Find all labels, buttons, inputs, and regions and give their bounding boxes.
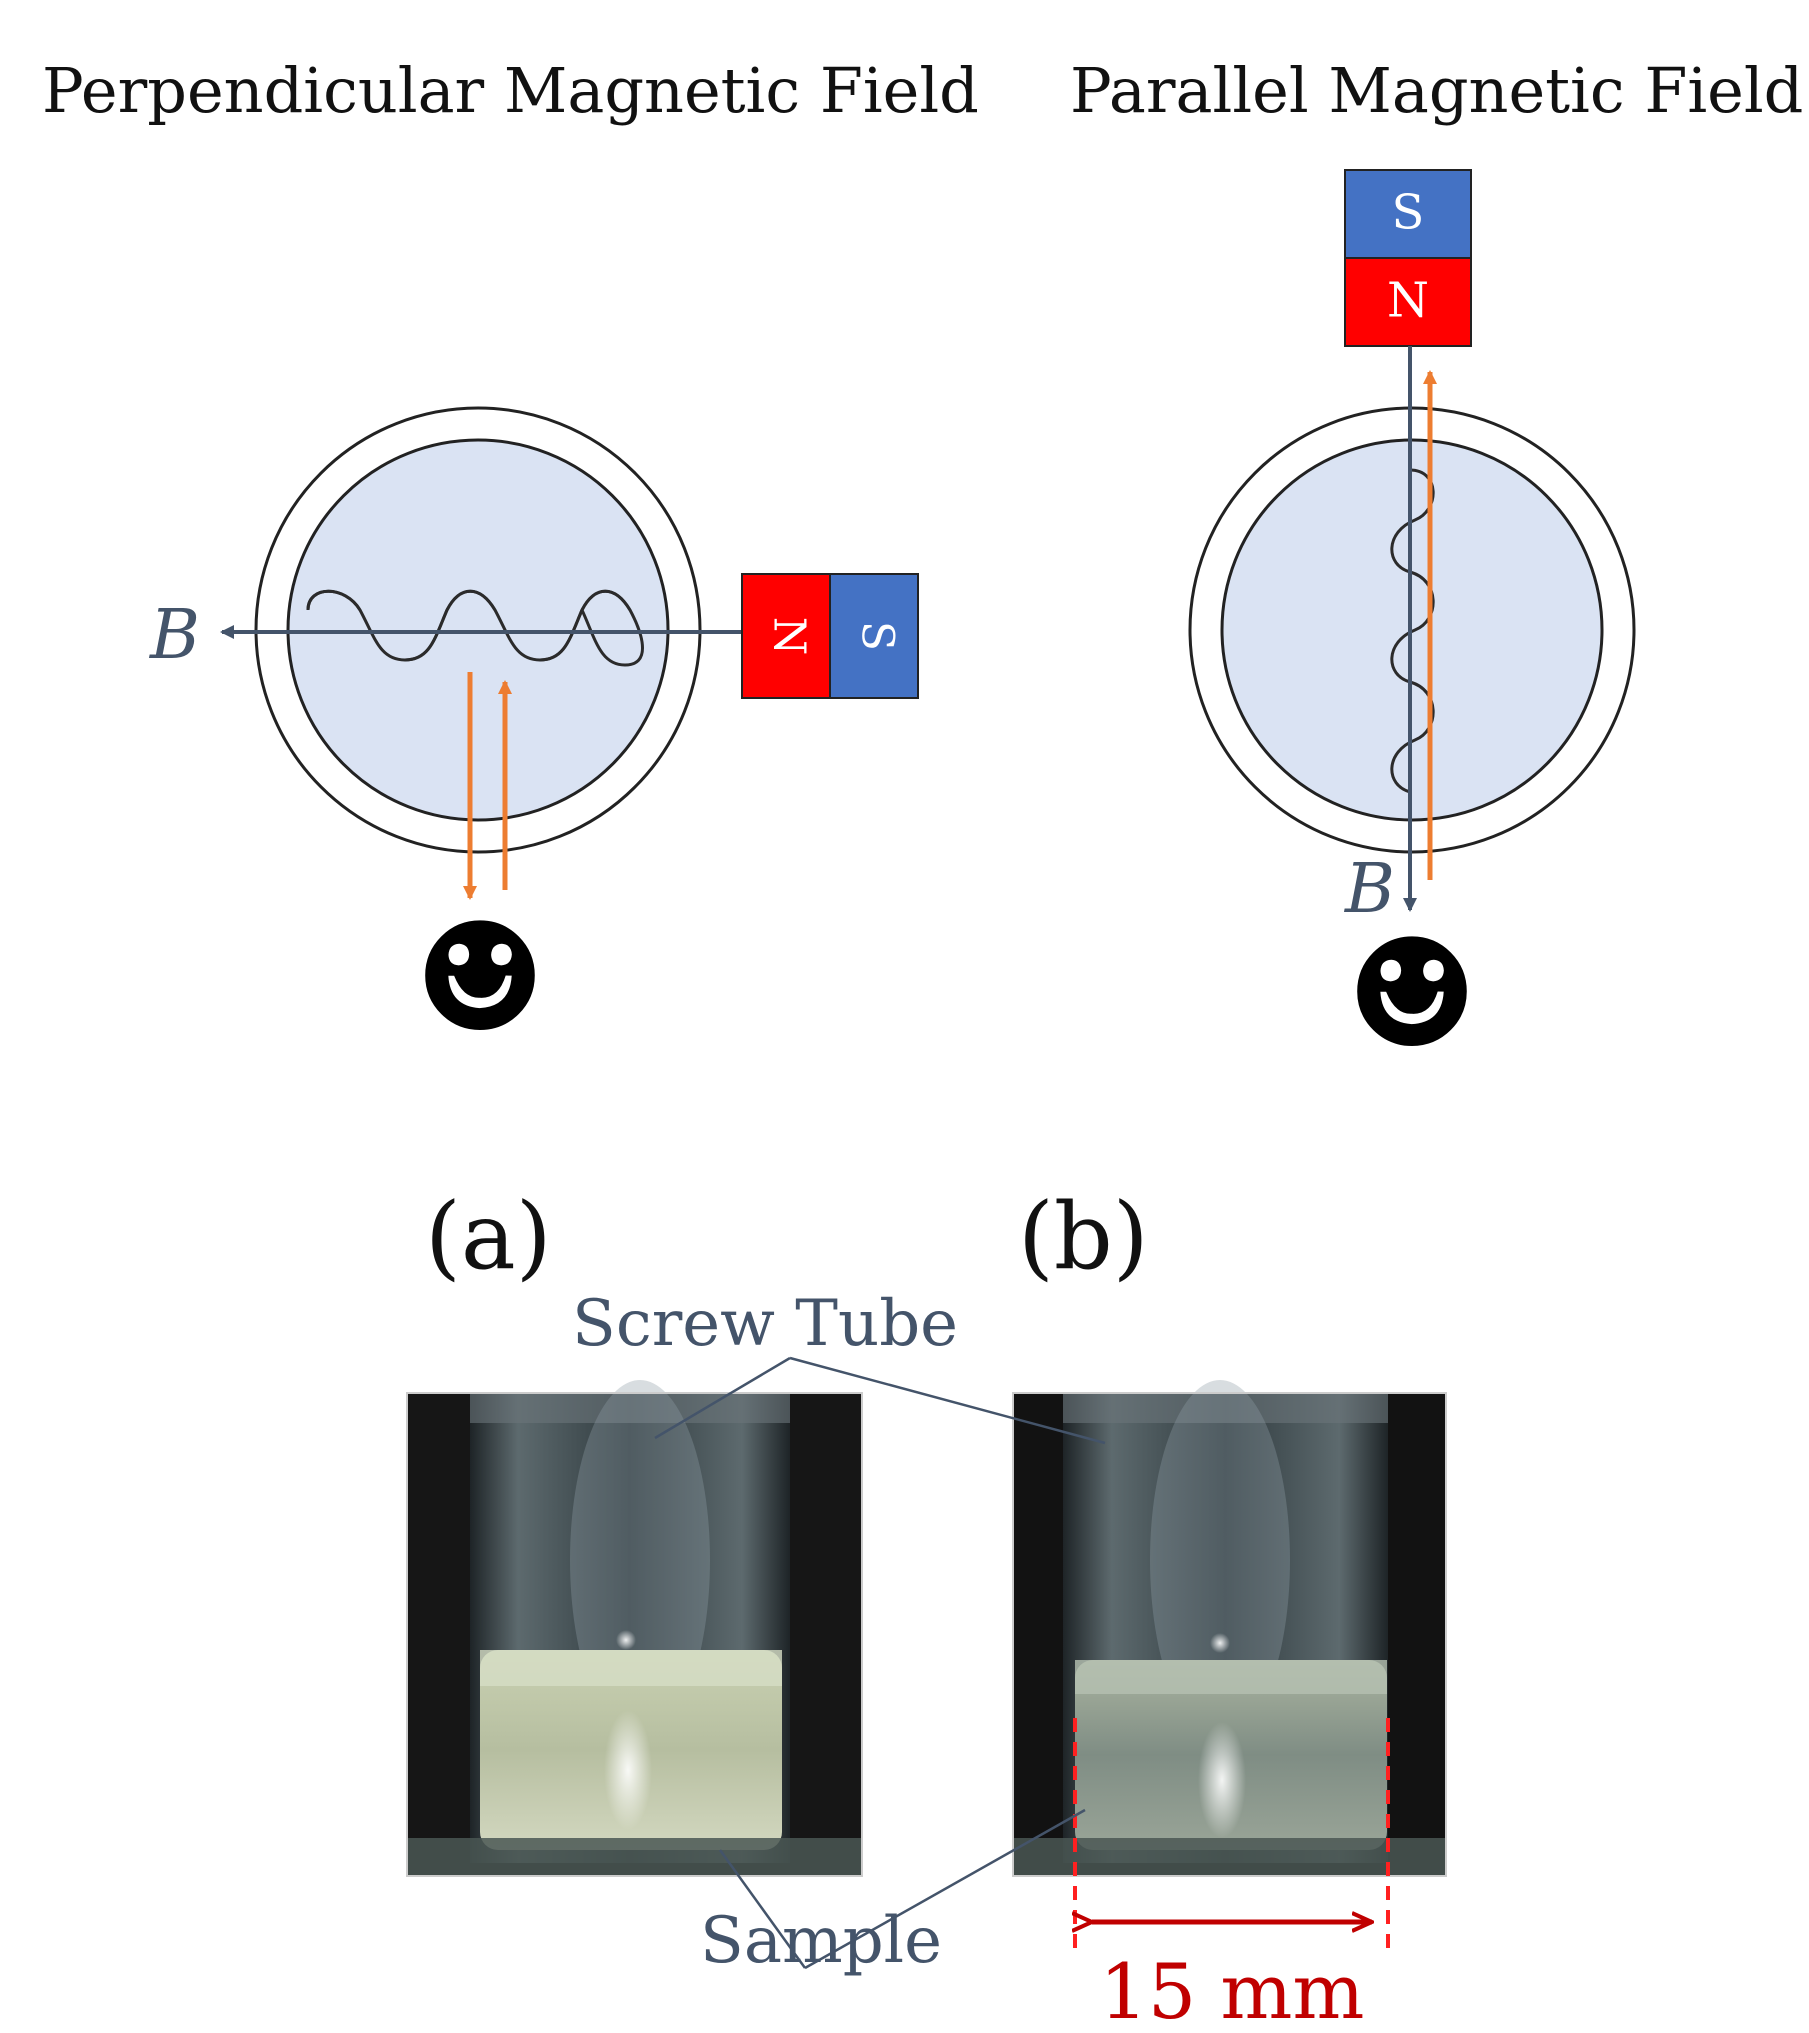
magnet-north-label: N: [1387, 273, 1429, 329]
scale-bar-label: 15 mm: [1100, 1947, 1365, 2033]
wave-loops: [306, 589, 644, 667]
magnet-north-pole: [1344, 257, 1472, 347]
field-label-b: B: [1343, 850, 1395, 929]
magnet-north-label: N: [764, 617, 815, 656]
parallel-title: Parallel Magnetic Field: [1070, 54, 1803, 127]
photo-b: [1012, 1380, 1447, 1948]
perpendicular-title: Perpendicular Magnetic Field: [42, 54, 979, 127]
screw-tube-label: Screw Tube: [572, 1287, 958, 1361]
magnet-south-pole: [829, 573, 919, 699]
wave-loops: [1390, 468, 1435, 794]
magnet-south-label: S: [852, 621, 903, 651]
photo-a: [406, 1380, 863, 1877]
observer-smiley-icon: ☻: [1345, 908, 1479, 1082]
photo-a-label: (a): [425, 1183, 552, 1290]
observer-smiley-icon: ☻: [413, 892, 547, 1066]
sample-label: Sample: [700, 1904, 942, 1978]
field-label-b: B: [148, 596, 200, 675]
photo-b-label: (b): [1018, 1183, 1149, 1290]
perpendicular-diagram: B N S ☻: [148, 406, 919, 1066]
magnet-south-label: S: [1392, 185, 1425, 241]
parallel-diagram: S N B ☻: [1188, 169, 1636, 1082]
callout-lines: [654, 1356, 1106, 1970]
